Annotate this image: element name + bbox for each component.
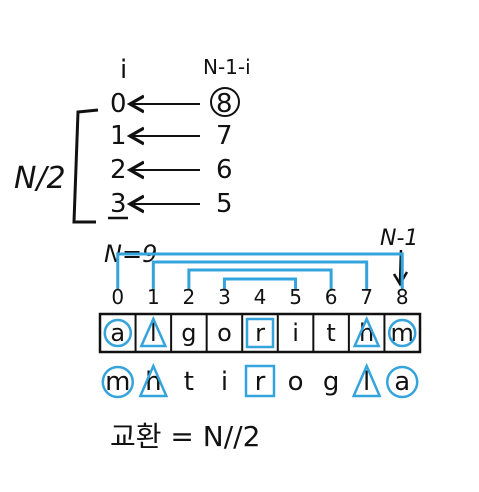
index-label: 2 [183,285,196,309]
index-label: 8 [396,285,409,309]
swap-circle-mark [385,365,419,399]
last-index-arrow-head [392,271,409,287]
array-cell-char: t [326,319,335,347]
pair-highlight-circle [210,87,240,117]
array-outline [98,312,422,354]
swap-arc [116,252,404,290]
last-index-label: N-1 [380,226,418,251]
pair-right-index: 6 [216,155,233,185]
array-cell-char: r [255,319,265,347]
pair-left-index: 3 [110,189,127,219]
index-label: 1 [147,285,160,309]
array-cell-char: g [181,319,196,347]
pair-right-index: 7 [216,121,233,151]
swap-triangle-mark [139,315,168,348]
index-pairs: 0 8 1 7 2 6 3 5 [108,87,240,220]
reversed-char: r [255,367,266,397]
array-cell-char: o [217,319,232,347]
index-label: 3 [218,285,231,309]
reversed-char: t [184,367,194,397]
n1i-header: N-1-i [203,55,251,79]
reversed-char: l [363,367,370,397]
array-cell-char: a [110,319,125,347]
pair-left-index: 1 [110,121,127,151]
index-label: 6 [325,285,338,309]
half-bracket [72,108,99,224]
reversed-char: o [288,367,304,397]
index-label: 5 [289,285,302,309]
middle-square-mark [245,317,275,349]
swap-arc [151,260,369,290]
index-label: 7 [360,285,373,309]
index-label: 4 [254,285,267,309]
reversed-char: i [221,367,228,397]
reversed-char: m [105,367,130,397]
swap-triangle-mark [351,362,382,398]
pair-right-index: 5 [216,189,233,219]
pair-left-index: 2 [110,155,127,185]
swap-circle-mark [387,318,417,348]
swap-triangle-mark [352,315,381,348]
reversed-char: g [323,367,340,397]
swap-circle-mark [101,365,135,399]
swap-arcs [116,252,404,290]
pair-right-index: 8 [216,89,233,119]
i-header: i [120,55,127,85]
array-cell-char: l [150,319,157,347]
array-cell-char: i [292,319,299,347]
pair-left-index: 0 [110,89,127,119]
array-cell-char: m [391,319,414,347]
swap-arc [222,277,298,290]
index-label: 0 [111,285,124,309]
swap-circle-mark [103,318,133,348]
middle-square-mark [244,364,276,398]
reversed-char: a [394,367,410,397]
swap-count-label: 교환 = N//2 [110,420,260,453]
swap-triangle-mark [138,362,169,398]
swap-arc [187,268,333,290]
half-label: N/2 [14,161,66,196]
